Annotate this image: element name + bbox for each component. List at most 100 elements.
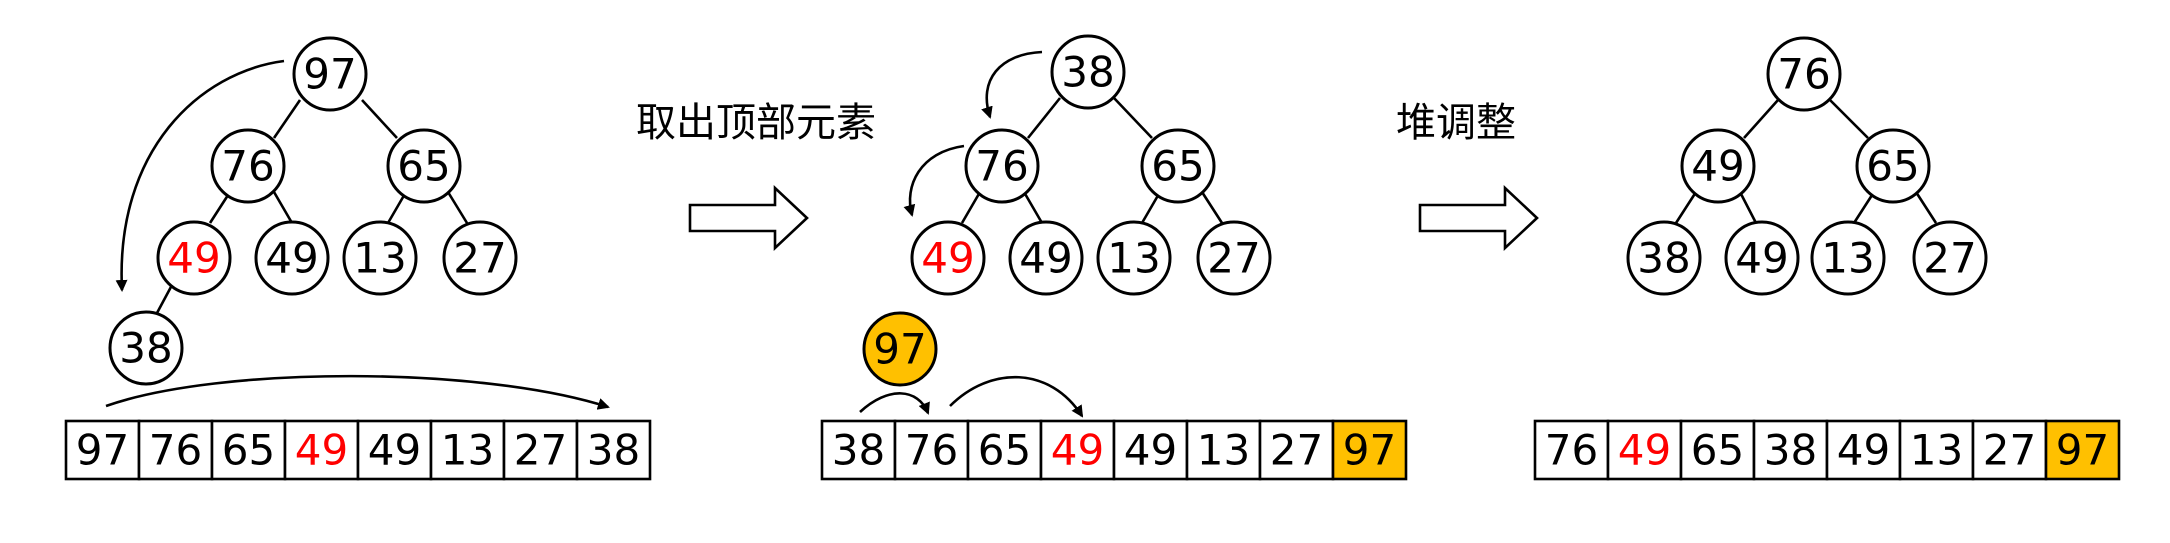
- array-cell: 27: [1971, 419, 2048, 481]
- tree-node: 13: [342, 220, 418, 296]
- tree-node: 38: [1626, 220, 1702, 296]
- cell-value: 65: [978, 426, 1031, 475]
- array-cell-sorted: 97: [1331, 419, 1408, 481]
- node-value: 27: [1207, 234, 1260, 283]
- cell-value: 76: [905, 426, 958, 475]
- cell-value: 49: [295, 426, 348, 475]
- panel-1: 97 76 65 49 49 13: [64, 36, 652, 481]
- array-cell: 49: [1039, 419, 1116, 481]
- cell-value: 65: [1691, 426, 1744, 475]
- node-value: 76: [975, 142, 1028, 191]
- node-value: 65: [397, 142, 450, 191]
- cell-value: 38: [1764, 426, 1817, 475]
- cell-value: 27: [1270, 426, 1323, 475]
- panel-2-edges: [960, 97, 1224, 224]
- array-cell: 76: [137, 419, 214, 481]
- tree-node: 65: [1140, 128, 1216, 204]
- cell-value: 38: [587, 426, 640, 475]
- edge: [155, 284, 174, 314]
- node-value: 49: [1019, 234, 1072, 283]
- panel-3: 76 49 65 38 49 13: [1533, 36, 2121, 481]
- panel-1-array: 97 76 65 49 49 13: [64, 419, 652, 481]
- edge: [1022, 191, 1044, 224]
- array-cell: 13: [1898, 419, 1975, 481]
- panel-2-tree: 38 76 65 49 49 13: [910, 34, 1272, 296]
- tree-node: 76: [1766, 36, 1842, 112]
- tree-node: 49: [254, 220, 330, 296]
- cell-value: 13: [1197, 426, 1250, 475]
- removed-node: 97: [862, 311, 938, 387]
- edge: [1026, 97, 1062, 139]
- node-value: 49: [167, 234, 220, 283]
- array-cell: 27: [502, 419, 579, 481]
- edge: [386, 191, 408, 224]
- tree-node: 76: [210, 128, 286, 204]
- edge: [1113, 97, 1153, 139]
- tree-node: 38: [1050, 34, 1126, 110]
- cell-value: 49: [1124, 426, 1177, 475]
- step-label: 堆调整: [1396, 100, 1516, 146]
- edge: [1914, 191, 1938, 224]
- node-value: 76: [1777, 50, 1830, 99]
- tree-node: 49: [1680, 128, 1756, 204]
- sift-arrow: [903, 144, 965, 217]
- node-value: 65: [1866, 142, 1919, 191]
- tree-node: 27: [1912, 220, 1988, 296]
- edge: [1829, 99, 1869, 139]
- swap-arrow: [105, 374, 610, 410]
- cell-value: 76: [1545, 426, 1598, 475]
- array-cell: 38: [820, 419, 897, 481]
- node-value: 13: [1107, 234, 1160, 283]
- panel-2: 38 76 65 49 49 13: [820, 34, 1408, 481]
- tree-node: 13: [1096, 220, 1172, 296]
- array-cell-sorted: 97: [2044, 419, 2121, 481]
- array-cell: 76: [893, 419, 970, 481]
- cell-value: 97: [1343, 426, 1396, 475]
- array-cell: 49: [1825, 419, 1902, 481]
- node-value: 49: [1735, 234, 1788, 283]
- panel-3-edges: [1674, 99, 1938, 224]
- array-cell: 13: [1185, 419, 1262, 481]
- node-value: 49: [921, 234, 974, 283]
- node-value: 27: [453, 234, 506, 283]
- cell-value: 27: [1983, 426, 2036, 475]
- edge: [1674, 191, 1698, 224]
- node-value: 97: [303, 50, 356, 99]
- array-cell: 65: [210, 419, 287, 481]
- cell-value: 13: [1910, 426, 1963, 475]
- array-cell: 65: [1679, 419, 1756, 481]
- edge: [1743, 99, 1779, 139]
- array-cell: 65: [966, 419, 1043, 481]
- sift-arrow: [981, 50, 1043, 119]
- tree-node: 49: [1724, 220, 1800, 296]
- tree-node: 49: [910, 220, 986, 296]
- tree-node: 49: [156, 220, 232, 296]
- array-cell: 76: [1533, 419, 1610, 481]
- cell-value: 65: [222, 426, 275, 475]
- edge: [1738, 191, 1758, 224]
- array-cell: 38: [575, 419, 652, 481]
- tree-node: 49: [1008, 220, 1084, 296]
- step-2: 堆调整: [1396, 100, 1539, 252]
- edge: [361, 99, 398, 139]
- edge: [1200, 191, 1224, 224]
- edge: [272, 99, 302, 139]
- tree-node: 13: [1810, 220, 1886, 296]
- right-arrow-icon: [1418, 184, 1539, 252]
- cell-value: 76: [149, 426, 202, 475]
- edge: [446, 191, 469, 224]
- cell-value: 97: [2056, 426, 2109, 475]
- step-label: 取出顶部元素: [636, 100, 876, 146]
- tree-node: 65: [386, 128, 462, 204]
- panel-3-tree: 76 49 65 38 49 13: [1626, 36, 1988, 296]
- panel-1-tree: 97 76 65 49 49 13: [108, 36, 518, 386]
- node-value: 13: [353, 234, 406, 283]
- swap-arrow: [115, 59, 285, 292]
- node-value: 97: [873, 325, 926, 374]
- cell-value: 49: [1837, 426, 1890, 475]
- array-cell: 49: [1112, 419, 1189, 481]
- tree-node: 65: [1855, 128, 1931, 204]
- node-value: 76: [221, 142, 274, 191]
- panel-3-array: 76 49 65 38 49 13: [1533, 419, 2121, 481]
